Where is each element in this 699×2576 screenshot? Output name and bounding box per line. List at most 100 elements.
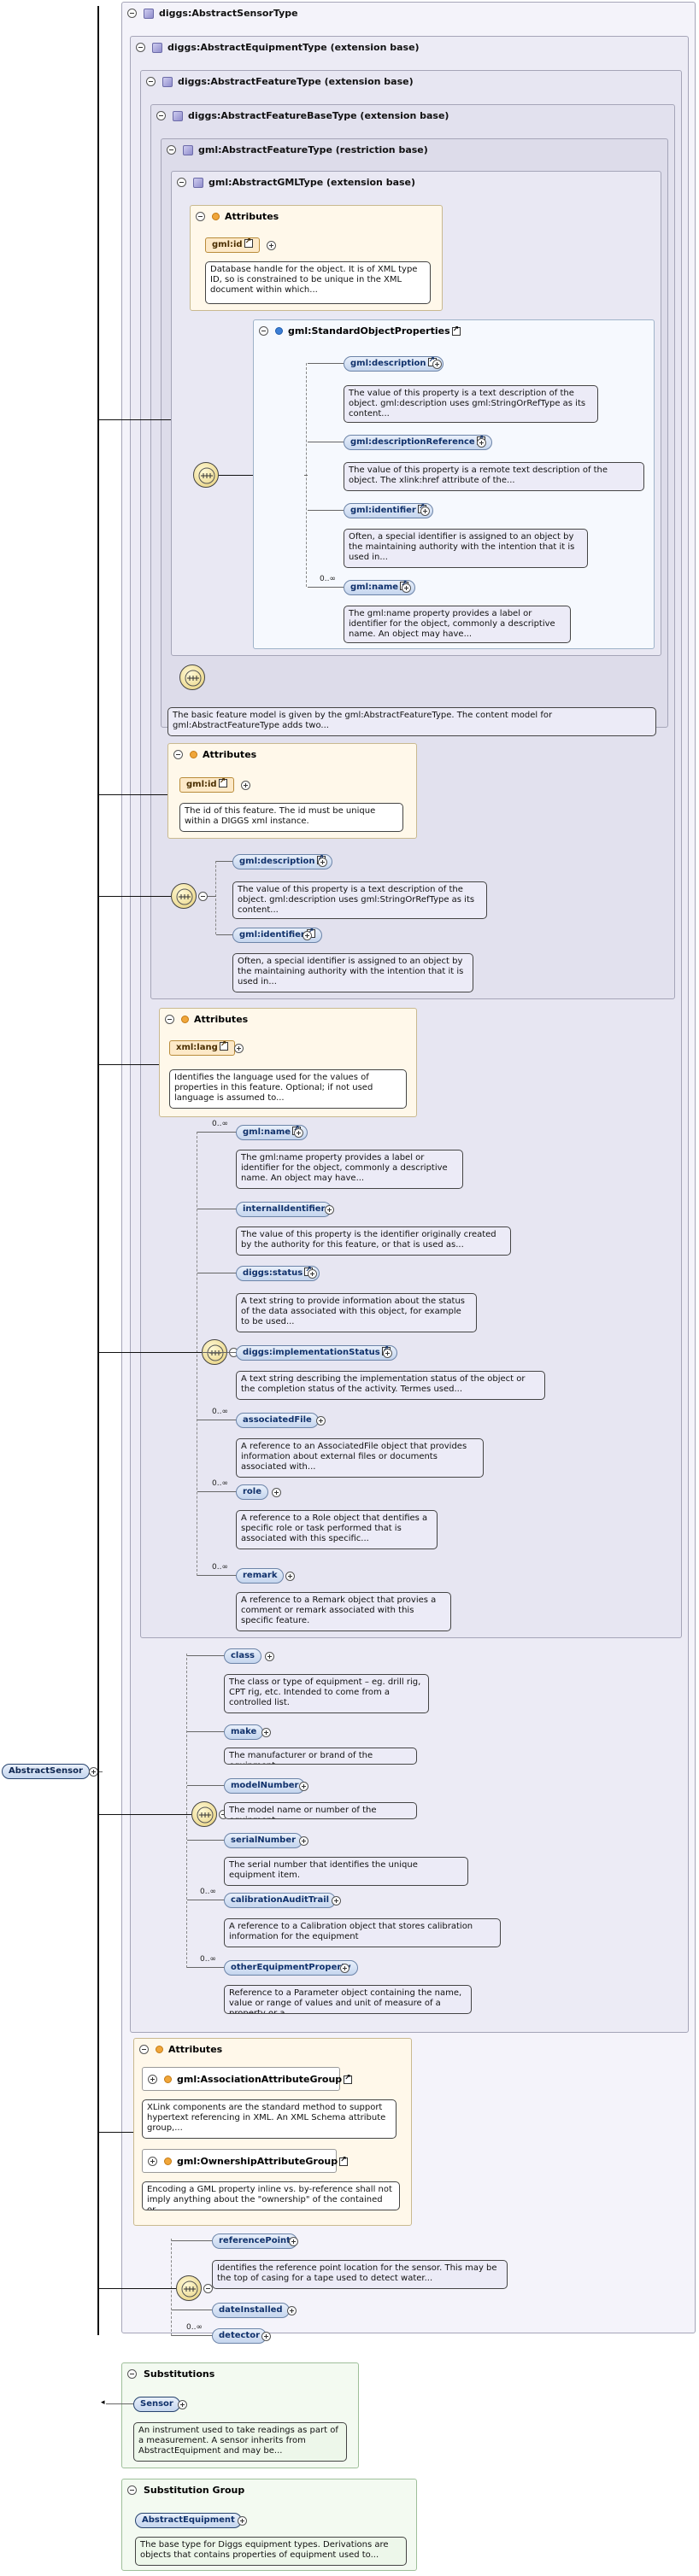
expand-icon[interactable] [299,1782,308,1791]
expand-icon[interactable] [402,583,411,593]
collapse-icon[interactable] [136,43,145,52]
collapse-icon[interactable] [165,1015,174,1024]
reference-point-doc: Identifies the reference point location … [212,2260,508,2289]
association-attribute-group[interactable]: gml:AssociationAttributeGroup [142,2067,353,2091]
expand-icon[interactable] [325,1205,334,1215]
collapse-icon[interactable] [156,111,166,120]
date-installed-element[interactable]: dateInstalled [212,2303,290,2318]
expand-icon[interactable] [261,1728,271,1737]
expand-icon[interactable] [432,360,442,369]
other-equipment-property-element[interactable]: otherEquipmentProperty [224,1960,358,1976]
root-element[interactable]: AbstractSensor [2,1764,90,1779]
reference-icon [219,1040,228,1051]
expand-icon[interactable] [267,241,276,250]
sequence-icon[interactable] [171,883,197,909]
detector-element[interactable]: detector [212,2328,267,2344]
cardinality-label: 0..∞ [186,2323,203,2332]
collapse-icon[interactable] [127,2485,137,2495]
associated-file-element[interactable]: associatedFile [236,1413,319,1428]
sensor-element[interactable]: Sensor [133,2397,180,2412]
collapse-icon[interactable] [127,2369,137,2379]
collapse-icon[interactable] [259,326,268,336]
collapse-icon[interactable] [203,2284,213,2293]
expand-icon[interactable] [265,1652,274,1661]
element-label: referencePoint [219,2236,291,2245]
diggs-implementation-status-element[interactable]: diggs:implementationStatus [236,1345,397,1361]
expand-icon[interactable] [261,2332,271,2341]
remark-element[interactable]: remark [236,1568,285,1584]
reference-point-element[interactable]: referencePoint [212,2234,297,2249]
gml-id-attribute[interactable]: gml:id [205,237,260,253]
collapse-icon[interactable] [167,145,176,155]
gml-identifier-doc: Often, a special identifier is assigned … [232,953,473,992]
expand-icon[interactable] [332,1896,341,1906]
serial-number-element[interactable]: serialNumber [224,1833,303,1848]
expand-icon[interactable] [178,2400,187,2409]
expand-icon[interactable] [148,2157,157,2166]
attribute-icon [212,213,220,220]
expand-icon[interactable] [285,1572,295,1581]
collapse-icon[interactable] [173,750,183,759]
cardinality-label: 0..∞ [212,1563,228,1572]
expand-icon[interactable] [477,438,486,448]
reference-icon [451,325,461,336]
expand-icon[interactable] [299,1836,308,1846]
group-label: gml:AssociationAttributeGroup [177,2074,343,2085]
reference-icon [339,2156,349,2166]
element-label: detector [219,2331,261,2340]
sensor-doc: An instrument used to take readings as p… [133,2422,347,2462]
sequence-icon[interactable] [191,1801,217,1827]
expand-icon[interactable] [308,1269,317,1279]
collapse-icon[interactable] [198,892,208,901]
complex-type-icon [183,144,193,155]
role-element[interactable]: role [236,1484,269,1500]
expand-icon[interactable] [318,858,327,867]
class-element[interactable]: class [224,1648,262,1664]
calibration-audit-trail-element[interactable]: calibrationAuditTrail [224,1893,337,1908]
sequence-icon[interactable] [193,462,219,488]
expand-icon[interactable] [420,506,430,516]
make-doc: The manufacturer or brand of the equipme… [224,1748,417,1765]
type-title: diggs:AbstractSensorType [159,8,298,19]
sequence-icon[interactable] [176,2275,202,2301]
role-doc: A reference to a Role object that dentif… [236,1510,438,1549]
gml-description-element[interactable]: gml:description [344,356,443,372]
make-element[interactable]: make [224,1724,264,1740]
expand-icon[interactable] [316,1416,326,1426]
gml-id-attribute[interactable]: gml:id [179,777,234,793]
element-label: Sensor [140,2399,173,2409]
element-label: dateInstalled [219,2305,283,2315]
expand-icon[interactable] [287,2306,297,2315]
xml-lang-attribute[interactable]: xml:lang [169,1040,235,1056]
ownership-attribute-group[interactable]: gml:OwnershipAttributeGroup [142,2149,349,2173]
expand-icon[interactable] [272,1488,281,1497]
collapse-icon[interactable] [139,2045,149,2054]
expand-icon[interactable] [289,2237,298,2246]
expand-icon[interactable] [234,1044,244,1053]
complex-type-icon [152,42,162,53]
element-label: gml:descriptionReference [350,437,475,447]
expand-icon[interactable] [383,1349,392,1358]
collapse-icon[interactable] [177,178,186,187]
expand-icon[interactable] [303,931,312,940]
expand-icon[interactable] [340,1964,350,1973]
expand-icon[interactable] [148,2075,157,2084]
element-label: role [243,1487,262,1496]
abstract-equipment-element[interactable]: AbstractEquipment [135,2513,242,2528]
element-label: gml:name [350,583,399,592]
attribute-icon [156,2046,163,2053]
collapse-icon[interactable] [146,77,156,86]
model-number-element[interactable]: modelNumber [224,1778,306,1794]
attributes-title: Attributes [168,2044,223,2055]
expand-icon[interactable] [238,2516,247,2526]
type-title: diggs:AbstractFeatureType (extension bas… [178,76,414,87]
collapse-icon[interactable] [196,212,205,221]
model-number-doc: The model name or number of the equipmen… [224,1802,417,1819]
gml-description-reference-element[interactable]: gml:descriptionReference [344,435,492,450]
internal-identifier-element[interactable]: internalIdentifier [236,1202,332,1217]
sequence-icon[interactable] [179,664,205,690]
expand-icon[interactable] [294,1128,303,1138]
collapse-icon[interactable] [127,9,137,18]
expand-icon[interactable] [241,781,250,790]
